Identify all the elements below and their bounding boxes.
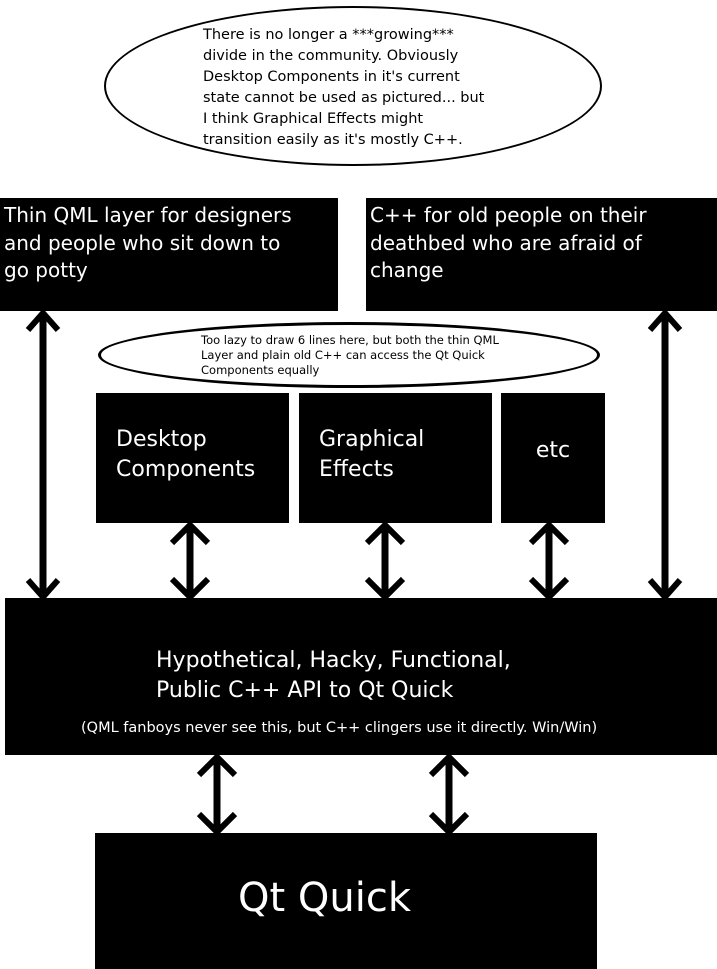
api-to-qtquick-right-arrow [428, 752, 470, 837]
top-comment-line: state cannot be used as pictured... but [203, 90, 485, 106]
top-comment-line: I think Graphical Effects might [203, 111, 424, 127]
etc-box: etc [501, 393, 605, 523]
top-comment-bubble: There is no longer a ***growing*** divid… [104, 6, 602, 166]
desktop-components-line: Components [116, 457, 256, 482]
qml-layer-box: Thin QML layer for designers and people … [0, 198, 338, 311]
top-comment-line: divide in the community. Obviously [203, 48, 459, 64]
qml-layer-line: Thin QML layer for designers [4, 203, 292, 227]
top-comment-line: Desktop Components in it's current [203, 69, 460, 85]
cpp-layer-box: C++ for old people on their deathbed who… [366, 198, 717, 311]
qml-to-api-arrow [25, 308, 61, 602]
desktop-to-api-arrow [169, 520, 211, 602]
middle-comment-line: Too lazy to draw 6 lines here, but both … [201, 333, 499, 347]
public-api-title-line: Public C++ API to Qt Quick [156, 678, 454, 703]
top-comment-text: There is no longer a ***growing*** divid… [203, 25, 484, 151]
middle-comment-line: Components equally [201, 363, 320, 377]
middle-comment-line: Layer and plain old C++ can access the Q… [201, 348, 485, 362]
effects-to-api-arrow [364, 520, 406, 602]
qml-layer-line: and people who sit down to [4, 230, 281, 255]
middle-comment-bubble: Too lazy to draw 6 lines here, but both … [98, 322, 600, 388]
cpp-layer-line: C++ for old people on their [370, 203, 647, 227]
cpp-layer-line: change [370, 258, 444, 282]
top-comment-line: transition easily as it's mostly C++. [203, 132, 463, 148]
public-api-title-line: Hypothetical, Hacky, Functional, [156, 648, 511, 673]
graphical-effects-box: Graphical Effects [299, 393, 492, 523]
api-to-qtquick-left-arrow [196, 752, 238, 837]
graphical-effects-line: Effects [319, 457, 394, 482]
desktop-components-line: Desktop [116, 427, 207, 452]
cpp-layer-line: deathbed who are afraid of [370, 230, 642, 255]
desktop-components-box: Desktop Components [96, 393, 289, 523]
etc-label: etc [535, 438, 571, 463]
graphical-effects-line: Graphical [319, 427, 425, 452]
cpp-to-api-arrow [647, 308, 683, 602]
public-api-note: (QML fanboys never see this, but C++ cli… [81, 720, 598, 736]
public-api-box: Hypothetical, Hacky, Functional, Public … [5, 598, 717, 755]
middle-comment-text: Too lazy to draw 6 lines here, but both … [201, 333, 499, 378]
etc-to-api-arrow [528, 520, 570, 602]
qt-quick-box: Qt Quick [95, 833, 597, 969]
qt-quick-title: Qt Quick [238, 875, 411, 921]
top-comment-line: There is no longer a ***growing*** [203, 27, 454, 43]
qml-layer-line: go potty [4, 258, 88, 282]
